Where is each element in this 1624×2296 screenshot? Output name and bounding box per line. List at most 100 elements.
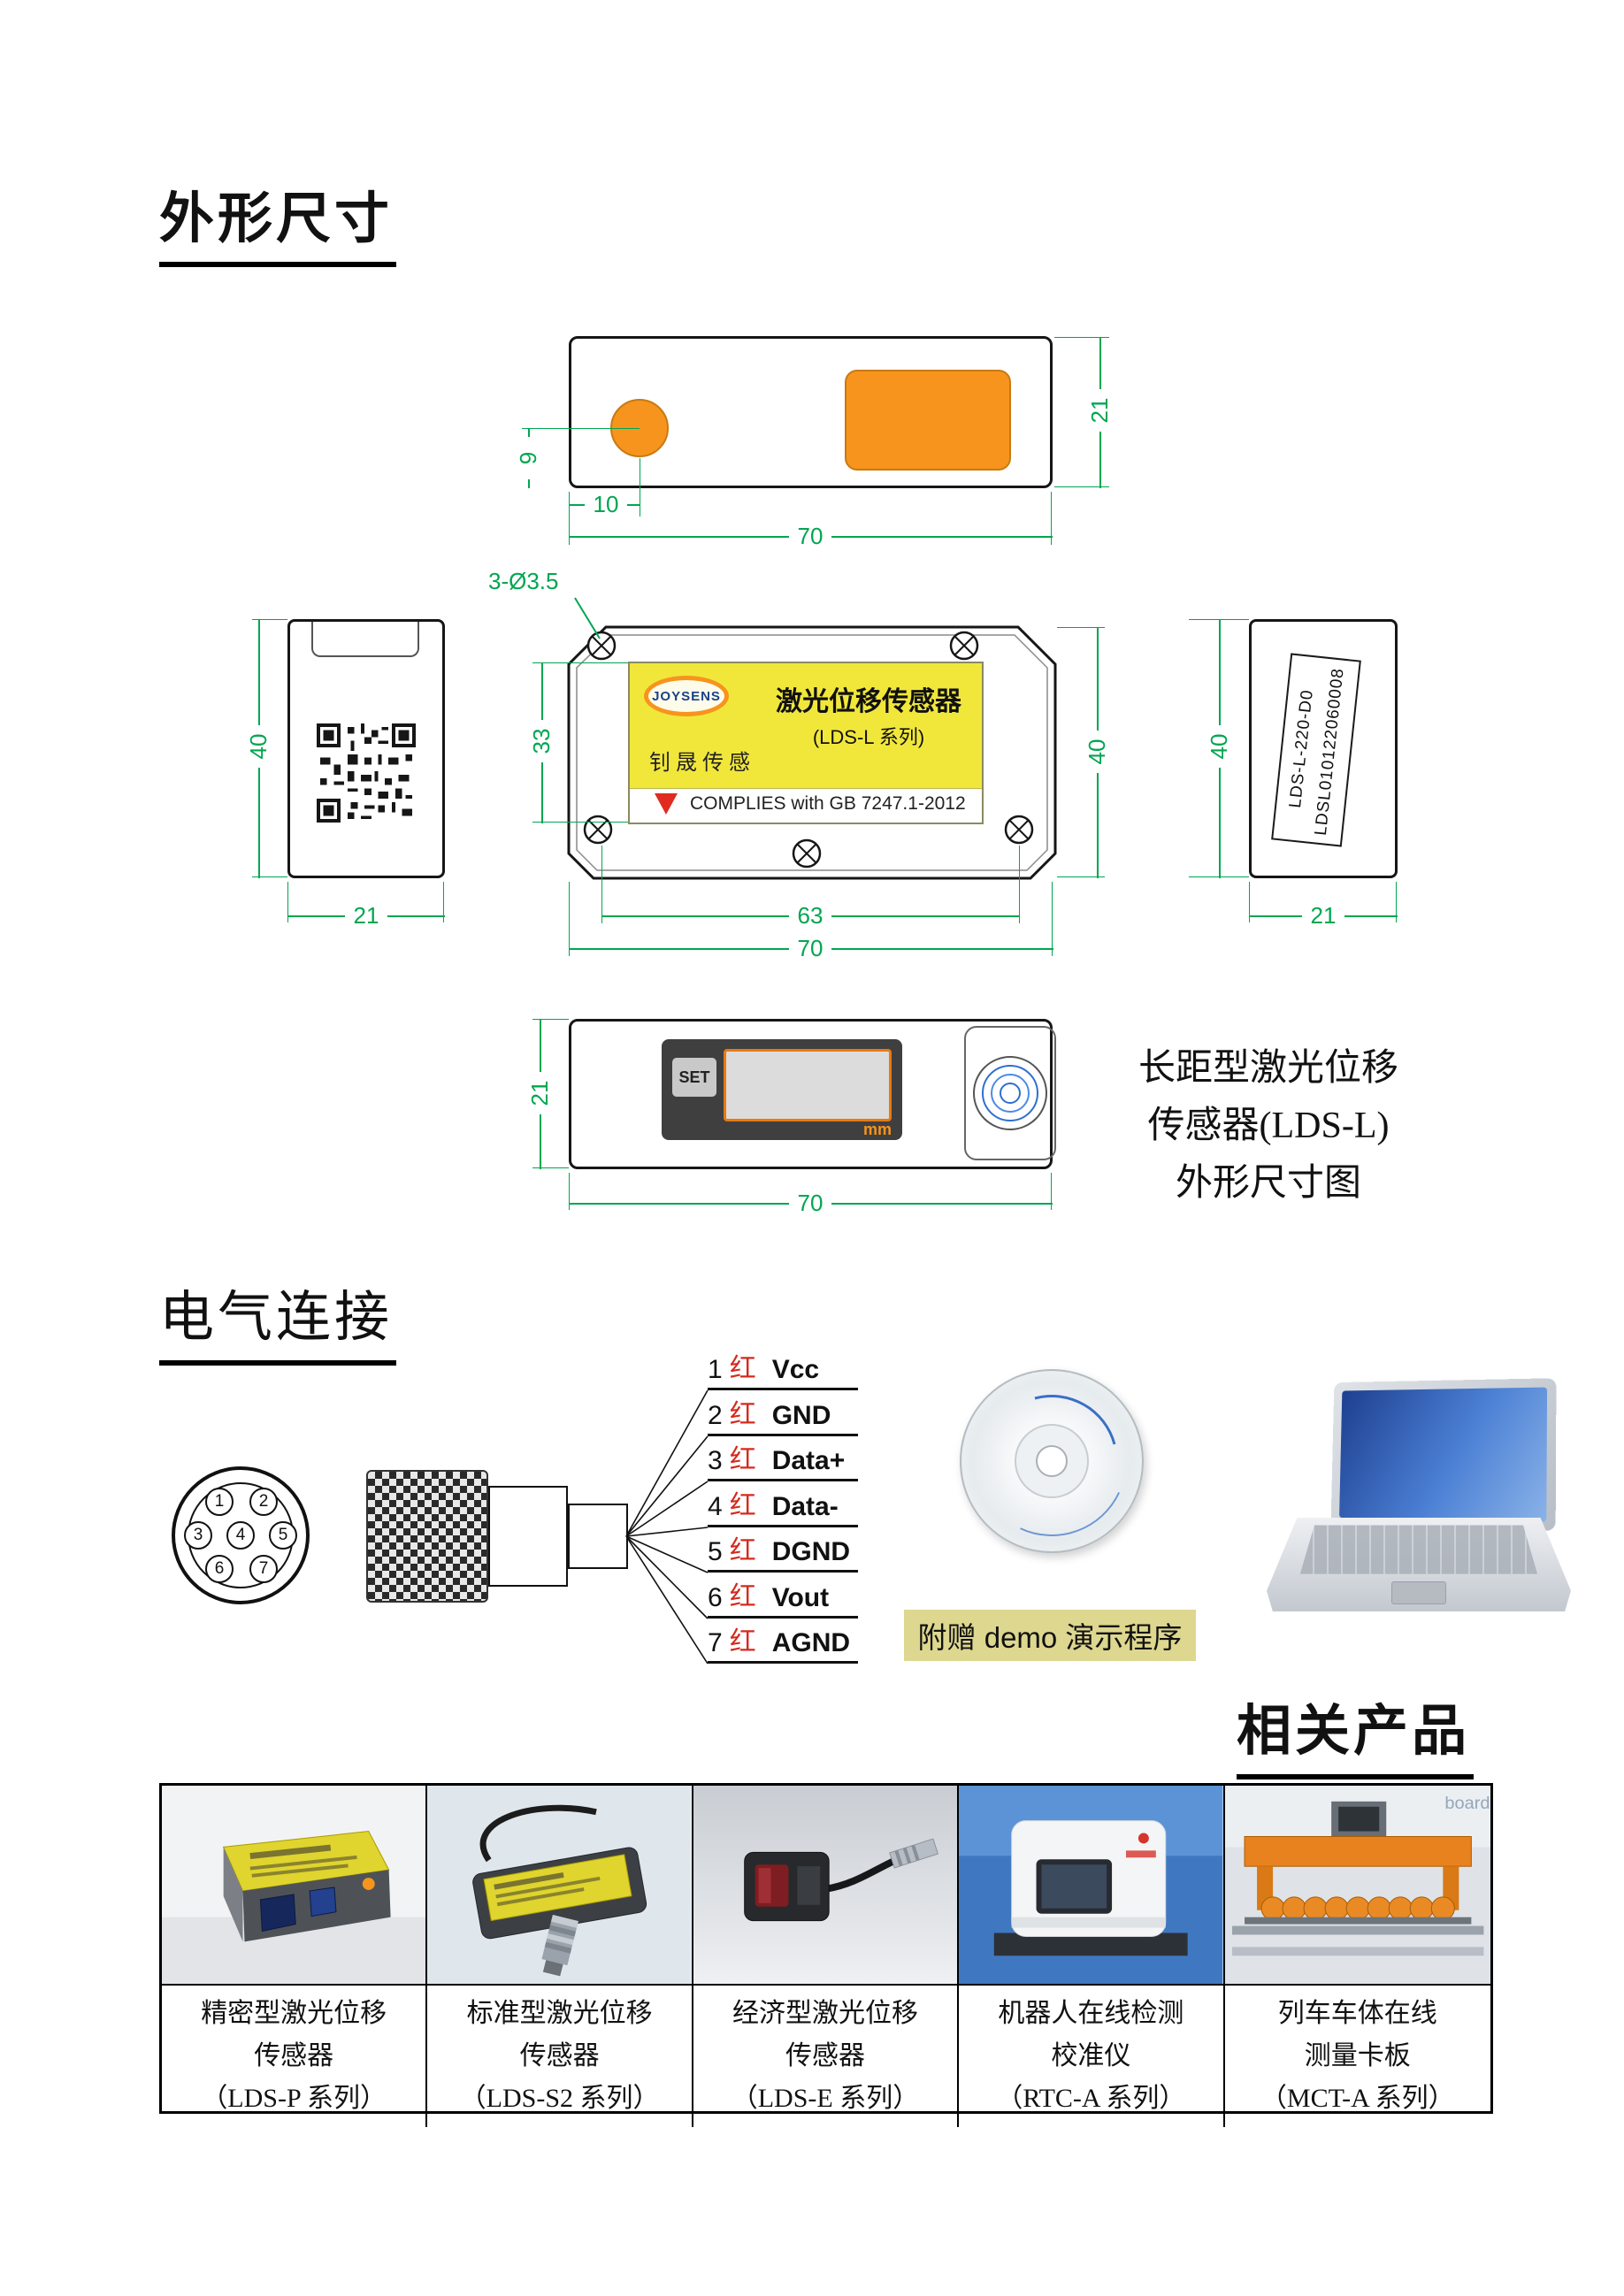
screw-top-left [586, 631, 617, 661]
label-product-name: 激光位移传感器 [776, 687, 961, 716]
product-series-line: （LDS-P 系列） [201, 2084, 387, 2113]
laptop-touchpad [1391, 1581, 1446, 1604]
wire-num: 7 [708, 1628, 723, 1657]
wire-num: 4 [708, 1492, 723, 1521]
laptop-screen [1330, 1378, 1557, 1531]
demo-cd-image [955, 1365, 1148, 1557]
product-series-line: （MCT-A 系列） [1260, 2084, 1455, 2113]
connector-pin-1: 1 [205, 1488, 234, 1516]
dim-bottom-70: 70 [789, 1189, 831, 1217]
ext-line [1249, 882, 1250, 922]
hole-callout-leader [574, 597, 601, 639]
product-series-line: （RTC-A 系列） [996, 2084, 1186, 2113]
laptop-keyboard [1299, 1525, 1538, 1574]
ext-line [1054, 486, 1109, 487]
connector-pin-5: 5 [269, 1521, 297, 1550]
wire-num: 1 [708, 1355, 723, 1384]
product-name-line: 标准型激光位移 [466, 1999, 653, 2028]
ext-line [1051, 492, 1052, 545]
ext-line [569, 1173, 570, 1210]
lens-ring [991, 1074, 1030, 1113]
wire-signal: Data+ [771, 1446, 846, 1475]
product-image-lds-s2 [427, 1786, 693, 1986]
dim-front-40: 40 [1083, 731, 1111, 773]
section-title-related: 相关产品 [1237, 1686, 1475, 1779]
connector-pin-7: 7 [249, 1555, 278, 1583]
qr-code [317, 723, 416, 823]
lens-panel [964, 1026, 1056, 1160]
connector-pin-6: 6 [205, 1555, 234, 1583]
wire-signal: Data- [771, 1492, 839, 1521]
product-name-line: 列车车体在线 [1277, 1999, 1437, 2028]
product-name-mct-a: 列车车体在线 测量卡板 （MCT-A 系列） [1225, 1986, 1490, 2127]
product-image-lds-p [162, 1786, 428, 1986]
wire-color: 红 [729, 1582, 756, 1611]
product-image-mct-a: board [1224, 1786, 1490, 1986]
front-view-inner-line [576, 634, 1048, 871]
dim-top-70: 70 [789, 522, 831, 550]
dim-top-10: 10 [585, 490, 627, 518]
wire-signal: Vcc [771, 1355, 820, 1384]
ext-line [532, 1167, 569, 1168]
dim-left-21: 21 [345, 901, 387, 930]
screw-bottom-left [583, 815, 613, 845]
product-name-lds-p: 精密型激光位移 传感器 （LDS-P 系列） [162, 1986, 428, 2127]
product-name-line: 测量卡板 [1304, 2041, 1411, 2070]
plug-collar [488, 1486, 568, 1587]
screw-bottom-right [1004, 815, 1034, 845]
lens-rings [973, 1056, 1047, 1130]
wire-signal: AGND [771, 1628, 851, 1657]
product-name-line: 传感器 [254, 2041, 334, 2070]
wire-signal: GND [771, 1401, 831, 1430]
ext-line [1051, 1173, 1052, 1210]
laser-emitter-circle [610, 399, 669, 457]
lds-p-illustration [162, 1786, 426, 1984]
laptop-display [1339, 1387, 1548, 1522]
label-compliance-row: COMPLIES with GB 7247.1-2012 [630, 785, 982, 823]
ext-line [252, 876, 287, 877]
ext-line [522, 428, 640, 429]
product-name-line: 传感器 [519, 2041, 600, 2070]
mct-a-illustration: board [1224, 1786, 1490, 1984]
wire-color: 红 [729, 1536, 756, 1565]
left-view-notch [311, 622, 419, 657]
label-brand-cn: 钊晟传感 [649, 751, 755, 775]
dim-top-21: 21 [1085, 389, 1114, 432]
display-module: SET mm [662, 1039, 902, 1140]
lens-ring [1000, 1083, 1021, 1104]
ext-line [1057, 876, 1105, 877]
wire-color: 红 [729, 1491, 756, 1520]
product-name-line: 传感器 [785, 2041, 865, 2070]
lds-e-illustration [693, 1786, 958, 1984]
lds-s2-illustration [427, 1786, 692, 1984]
product-name-line: 校准仪 [1051, 2041, 1131, 2070]
wire-num: 5 [708, 1537, 723, 1566]
product-name-line: 经济型激光位移 [732, 1999, 918, 2028]
joysens-logo: JOYSENS [644, 676, 729, 716]
sticker-text: LDS-L-220-D0 LDSL010122060008 [1279, 663, 1353, 837]
wire-color: 红 [729, 1445, 756, 1474]
connector-pin-2: 2 [249, 1488, 278, 1516]
dim-front-63: 63 [789, 901, 831, 930]
ext-line [443, 882, 444, 922]
wire-num: 3 [708, 1446, 723, 1475]
connector-pin-3: 3 [184, 1521, 212, 1550]
product-image-lds-e [693, 1786, 960, 1986]
ext-line [1396, 882, 1397, 922]
plug-body [366, 1470, 488, 1603]
lens-ring [982, 1065, 1038, 1121]
product-name-line: 机器人在线检测 [998, 1999, 1184, 2028]
product-series-line: （LDS-S2 系列） [459, 2084, 660, 2113]
wire-num: 6 [708, 1583, 723, 1612]
dim-left-40: 40 [244, 725, 272, 768]
rtc-a-illustration [959, 1786, 1223, 1984]
product-image-rtc-a [959, 1786, 1225, 1986]
ext-line [569, 492, 570, 545]
demo-note: 附赠 demo 演示程序 [904, 1610, 1196, 1661]
wire-signal: Vout [771, 1583, 830, 1612]
